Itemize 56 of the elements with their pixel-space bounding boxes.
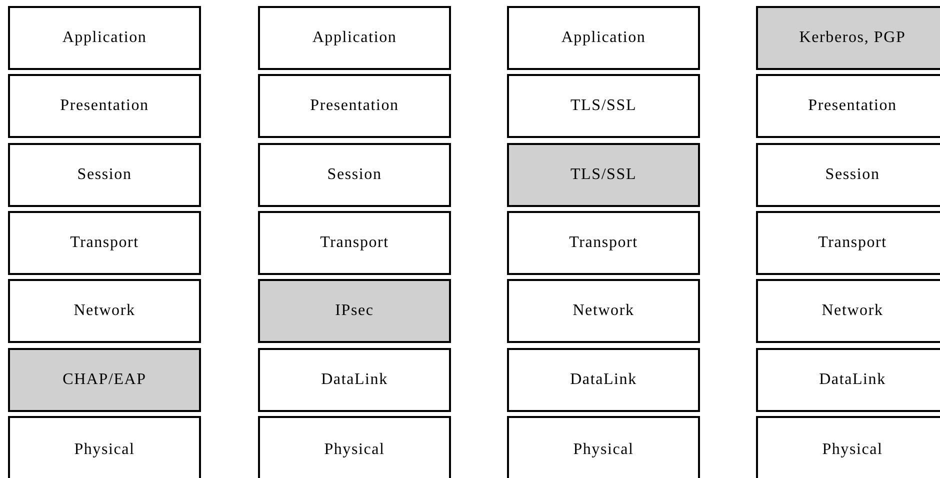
layer-box [8, 74, 201, 138]
layer-box [756, 416, 940, 478]
layer-box [8, 143, 201, 207]
layer-label: CHAP/EAP [62, 371, 146, 389]
layer-box [258, 416, 451, 478]
layer-box [507, 6, 700, 70]
layer-box [8, 6, 201, 70]
layer-box [756, 348, 940, 412]
layer-label: DataLink [321, 371, 388, 389]
layer-box [258, 211, 451, 275]
layer-label: Application [561, 29, 646, 47]
layer-label: Network [74, 302, 136, 320]
layer-label: Physical [324, 441, 385, 459]
layer-box [8, 211, 201, 275]
layer-label: Presentation [60, 97, 149, 115]
layer-label: Transport [70, 234, 139, 252]
layer-label: TLS/SSL [570, 97, 637, 115]
layer-box [258, 348, 451, 412]
layer-label: Physical [74, 441, 135, 459]
layer-box [258, 143, 451, 207]
layer-label: Physical [822, 441, 883, 459]
layer-label: Session [77, 166, 132, 184]
layer-label: Transport [569, 234, 638, 252]
layer-box [507, 211, 700, 275]
layer-box [507, 348, 700, 412]
layer-label: Network [822, 302, 884, 320]
layer-box [756, 143, 940, 207]
layer-label: TLS/SSL [570, 166, 637, 184]
layer-box [258, 74, 451, 138]
layer-label: Session [825, 166, 880, 184]
layer-box [8, 348, 201, 412]
layer-box [507, 416, 700, 478]
layer-label: Presentation [808, 97, 897, 115]
layer-box [507, 279, 700, 343]
layer-box [756, 211, 940, 275]
layer-label: Application [62, 29, 147, 47]
layer-box [756, 279, 940, 343]
layer-box [507, 74, 700, 138]
layer-label: Presentation [310, 97, 399, 115]
layer-box [756, 74, 940, 138]
layer-box [8, 416, 201, 478]
layer-label: DataLink [570, 371, 637, 389]
layer-label: Transport [320, 234, 389, 252]
layer-label: DataLink [819, 371, 886, 389]
layer-label: Transport [818, 234, 887, 252]
layer-label: IPsec [335, 302, 374, 320]
layer-box [258, 6, 451, 70]
layer-box [507, 143, 700, 207]
layer-box [756, 6, 940, 70]
layer-box [258, 279, 451, 343]
layer-label: Physical [573, 441, 634, 459]
layer-label: Session [327, 166, 382, 184]
layer-label: Kerberos, PGP [799, 29, 906, 47]
layer-box [8, 279, 201, 343]
layer-label: Application [312, 29, 397, 47]
layer-label: Network [572, 302, 634, 320]
